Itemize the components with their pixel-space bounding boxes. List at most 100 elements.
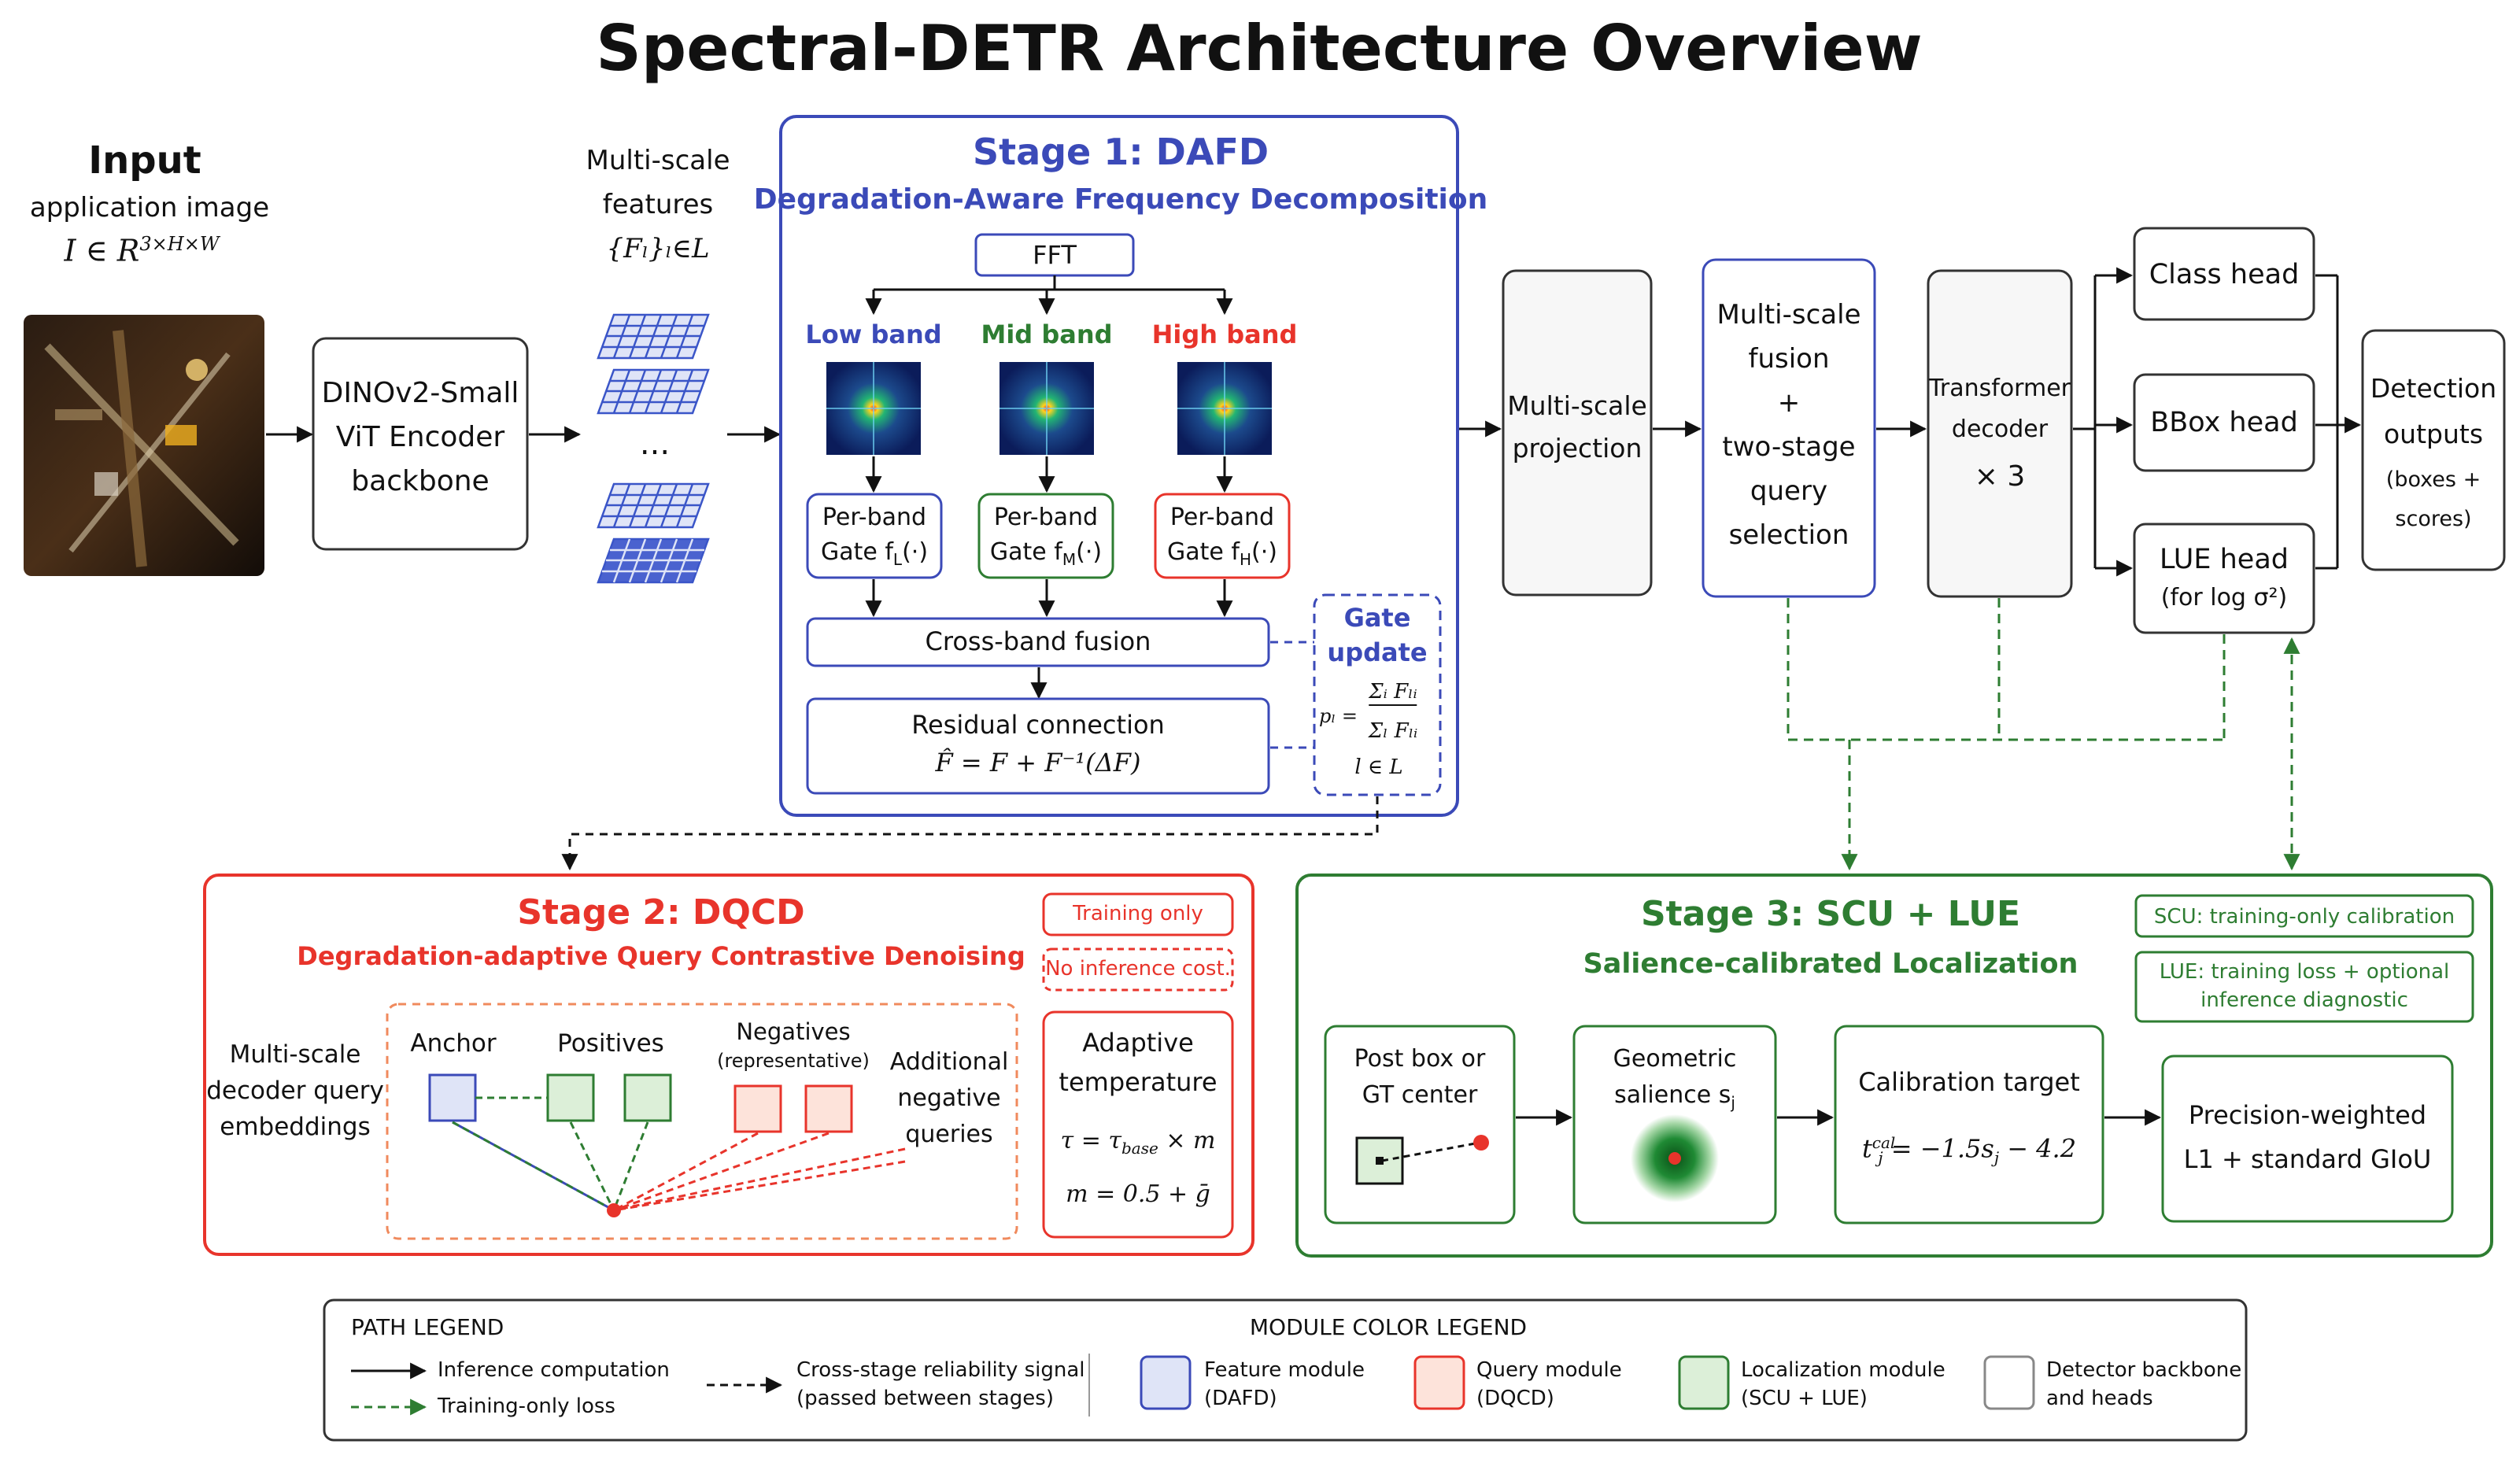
- gate-low-tail: (·): [902, 538, 929, 566]
- calibration-f-tail: = −1.5s: [1883, 1133, 1994, 1164]
- calibration-line1: Calibration target: [1858, 1067, 2080, 1097]
- salience-sub: j: [1731, 1093, 1735, 1112]
- fusion-line5: query: [1750, 475, 1828, 507]
- features-formula: {Fₗ}ₗ∈L: [606, 233, 710, 264]
- negatives-sub-label: (representative): [717, 1050, 870, 1072]
- additional-line3: queries: [905, 1121, 993, 1148]
- badge-inference-box: [1042, 947, 1234, 992]
- calibration-box: [1834, 1025, 2104, 1224]
- lue-note-box: [2134, 951, 2474, 1023]
- legend-path-title: PATH LEGEND: [351, 1314, 504, 1340]
- additional-line2: negative: [897, 1084, 1001, 1112]
- temperature-f1-base: τ = τ: [1060, 1127, 1121, 1154]
- fusion-line3: +: [1777, 387, 1801, 419]
- scu-note: SCU: training-only calibration: [2153, 905, 2455, 929]
- fusion-line6: selection: [1728, 519, 1849, 551]
- embeddings-line3: embeddings: [220, 1113, 371, 1141]
- anchor-point: [607, 1203, 621, 1217]
- gate-high-line2: Gate fH(·): [1167, 538, 1277, 569]
- gate-update-box: [1313, 593, 1442, 796]
- legend-query-line2: (DQCD): [1476, 1387, 1554, 1410]
- contrast-links: [452, 1096, 906, 1212]
- anchor-square: [428, 1073, 477, 1122]
- calibration-f-tail-sub: j: [1993, 1148, 2000, 1168]
- outputs-box: [2361, 329, 2506, 571]
- encoder-line2: ViT Encoder: [335, 421, 505, 453]
- legend-cross-line2: (passed between stages): [796, 1387, 1054, 1410]
- temperature-formula2: m = 0.5 + ḡ: [1066, 1180, 1210, 1208]
- legend-feature-line1: Feature module: [1204, 1358, 1365, 1382]
- salience-line2: salience sj: [1614, 1081, 1735, 1112]
- projection-box: [1502, 269, 1653, 597]
- calibration-f-sup: cal: [1872, 1133, 1896, 1152]
- gate-update-den: Σₗ Fₗᵢ: [1368, 719, 1418, 743]
- lue-head-line1: LUE head: [2160, 544, 2289, 575]
- legend-inference-label: Inference computation: [438, 1358, 670, 1382]
- mid-band-label: Mid band: [981, 320, 1113, 349]
- temperature-f1-tail: × m: [1158, 1127, 1216, 1154]
- fusion-line1: Multi-scale: [1716, 299, 1861, 331]
- stage3-title: Stage 3: SCU + LUE: [1640, 894, 2021, 934]
- embeddings-line1: Multi-scale: [229, 1040, 361, 1069]
- additional-line1: Additional: [889, 1048, 1009, 1076]
- negative-square-1: [733, 1084, 782, 1133]
- gate-low-sub: L: [892, 550, 903, 569]
- temperature-formula1: τ = τbase × m: [1061, 1127, 1216, 1158]
- calibration-f-tail2: − 4.2: [1999, 1133, 2077, 1164]
- embeddings-line2: decoder query: [206, 1077, 384, 1105]
- pred-center-dot: [1473, 1135, 1489, 1151]
- legend-cross-line1: Cross-stage reliability signal: [796, 1358, 1085, 1382]
- legend-query-line1: Query module: [1476, 1358, 1622, 1382]
- fusion-line2: fusion: [1748, 343, 1830, 375]
- legend-feature-line2: (DAFD): [1204, 1387, 1277, 1410]
- residual-box: [806, 697, 1270, 795]
- legend-local-line1: Localization module: [1741, 1358, 1945, 1382]
- stage2-subtitle: Degradation-adaptive Query Contrastive D…: [297, 941, 1025, 971]
- training-paths: [1787, 598, 2300, 871]
- gate-update-line1: Gate: [1343, 603, 1411, 633]
- gate-low-line2: Gate fL(·): [821, 538, 928, 569]
- feature-grids: [597, 313, 710, 584]
- outputs-line1: Detection: [2370, 373, 2497, 404]
- anchor-label: Anchor: [410, 1029, 497, 1058]
- gate-high-tail: (·): [1251, 538, 1277, 566]
- fft-label: FFT: [1033, 240, 1077, 270]
- lue-note-line2: inference diagnostic: [2200, 988, 2408, 1012]
- gate-low-box: [806, 493, 943, 579]
- temperature-line1: Adaptive: [1082, 1028, 1194, 1058]
- positive-square-2: [623, 1073, 672, 1122]
- input-formula: I ∈ R3×H×W: [64, 233, 219, 269]
- lue-note-line1: LUE: training loss + optional: [2159, 960, 2450, 984]
- features-line2: features: [602, 189, 714, 220]
- gate-mid-tail: (·): [1076, 538, 1103, 566]
- legend-box: [323, 1298, 2248, 1442]
- negative-square-2: [804, 1084, 853, 1133]
- projection-line1: Multi-scale: [1507, 390, 1647, 421]
- crossband-label: Cross-band fusion: [925, 626, 1151, 656]
- decoder-box: [1927, 269, 2073, 598]
- legend-local-line2: (SCU + LUE): [1741, 1387, 1868, 1410]
- gate-mid-box: [977, 493, 1114, 579]
- residual-line2: F̂ = F + F⁻¹(ΔF): [935, 748, 1141, 778]
- class-head-label: Class head: [2149, 259, 2300, 290]
- gate-low-text: Gate f: [820, 538, 893, 566]
- calibration-formula: tcalj = −1.5sj − 4.2: [1862, 1133, 2076, 1167]
- gate-update-set: l ∈ L: [1354, 755, 1403, 779]
- calibration-f-base: t: [1861, 1133, 1872, 1164]
- loss-line1: Precision-weighted: [2188, 1100, 2427, 1130]
- legend-query-swatch: [1413, 1355, 1465, 1410]
- class-head-box: [2133, 227, 2315, 321]
- outputs-line4: scores): [2395, 507, 2472, 531]
- lue-head-box: [2133, 523, 2315, 634]
- bbox-head-box: [2133, 373, 2315, 472]
- badge-training-box: [1042, 892, 1234, 936]
- input-image: [24, 315, 264, 576]
- lue-head-line2: (for log σ²): [2160, 584, 2288, 611]
- gate-update-line2: update: [1327, 637, 1428, 667]
- decoder-line1: Transformer: [1928, 375, 2071, 402]
- input-heading: Input: [88, 139, 201, 183]
- stage3-subtitle: Salience-calibrated Localization: [1583, 948, 2078, 980]
- gate-mid-line1: Per-band: [993, 504, 1099, 531]
- page-title: Spectral-DETR Architecture Overview: [596, 12, 1923, 85]
